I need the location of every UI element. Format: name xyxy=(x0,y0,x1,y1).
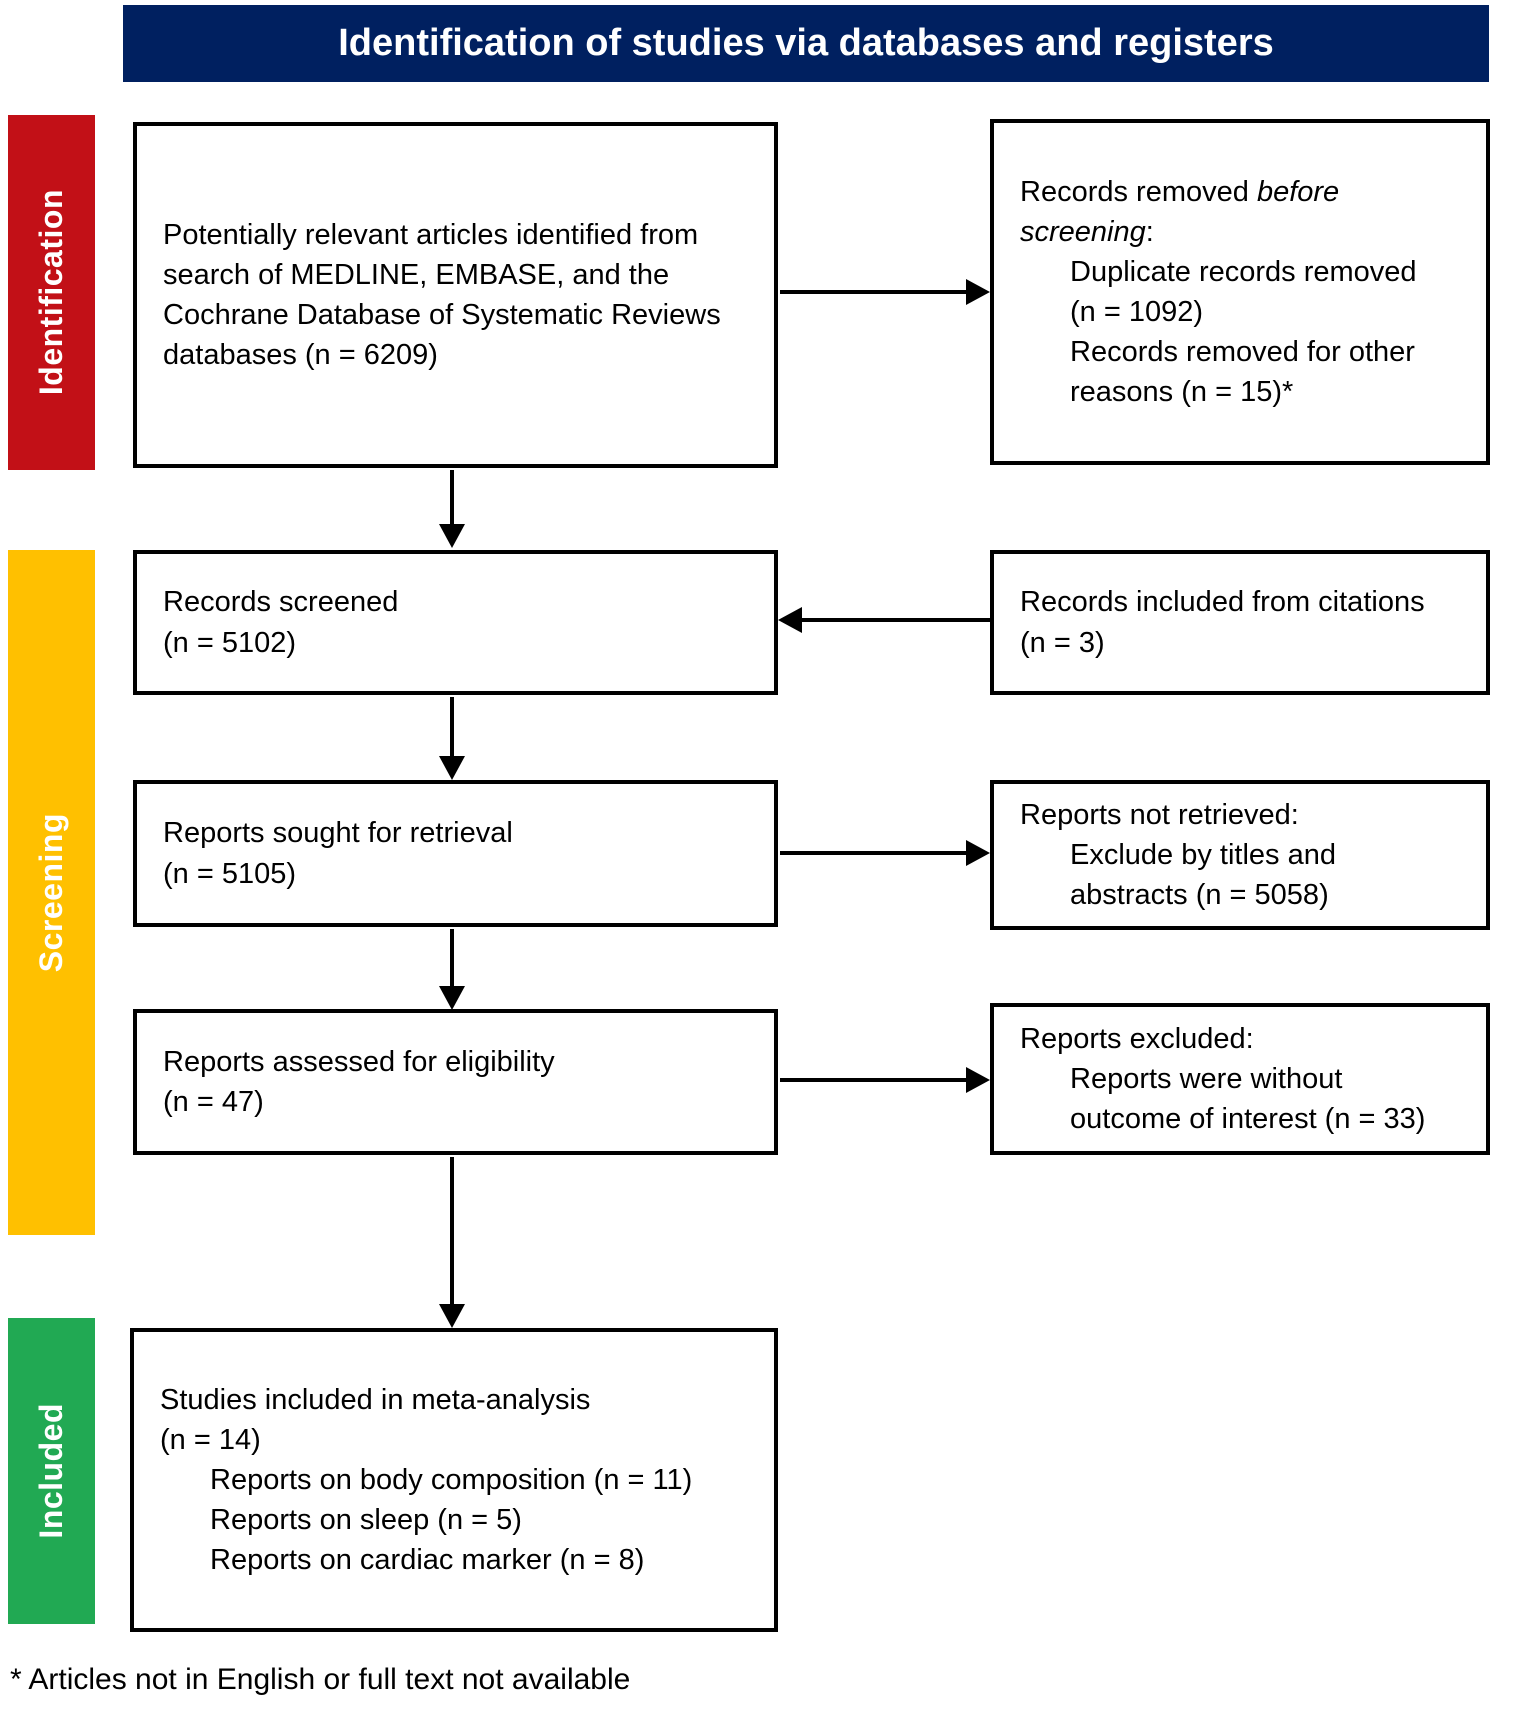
arrowhead-left-icon xyxy=(778,607,802,633)
box-records-screened: Records screened (n = 5102) xyxy=(133,550,778,695)
box-citations-line2: (n = 3) xyxy=(1020,626,1105,659)
arrowhead-right-icon xyxy=(966,1067,990,1093)
stage-bar-screening: Screening xyxy=(8,550,95,1235)
box-reports-sought-line1: Reports sought for retrieval xyxy=(163,817,513,850)
stage-label-screening: Screening xyxy=(33,812,69,973)
box-reports-assessed: Reports assessed for eligibility (n = 47… xyxy=(133,1009,778,1155)
diagram-title: Identification of studies via databases … xyxy=(338,22,1274,64)
box-records-included-citations: Records included from citations (n = 3) xyxy=(990,550,1490,695)
box-reports-excluded: Reports excluded: Reports were without o… xyxy=(990,1003,1490,1155)
arrowhead-down-icon xyxy=(439,756,465,780)
arrow-line xyxy=(450,929,454,986)
box-records-removed-item-other-reasons: Records removed for other reasons (n = 1… xyxy=(1070,336,1415,409)
box-reports-not-retrieved: Reports not retrieved: Exclude by titles… xyxy=(990,780,1490,930)
box-records-removed-heading-line2: screening: xyxy=(1020,212,1456,252)
box-studies-included-item-sleep: Reports on sleep (n = 5) xyxy=(210,1504,522,1536)
box-reports-sought: Reports sought for retrieval (n = 5105) xyxy=(133,780,778,927)
box-excluded-heading: Reports excluded: xyxy=(1020,1022,1254,1055)
stage-label-included: Included xyxy=(33,1403,69,1539)
stage-label-identification: Identification xyxy=(33,189,69,396)
box-studies-included-line1: Studies included in meta-analysis xyxy=(160,1383,591,1416)
footnote: * Articles not in English or full text n… xyxy=(10,1663,631,1696)
box-studies-included-item-cardiac-marker: Reports on cardiac marker (n = 8) xyxy=(210,1544,645,1577)
arrow-line xyxy=(780,290,968,294)
box-records-removed-heading-line1: Records removed before xyxy=(1020,172,1456,212)
box-excluded-item: Reports were without outcome of interest… xyxy=(1070,1062,1426,1135)
box-citations-line1: Records included from citations xyxy=(1020,586,1425,619)
box-studies-included-item-body-composition: Reports on body composition (n = 11) xyxy=(210,1463,693,1496)
arrowhead-right-icon xyxy=(966,840,990,866)
box-records-removed-before-screening: Records removed before screening: Duplic… xyxy=(990,119,1490,465)
box-not-retrieved-item: Exclude by titles and abstracts (n = 505… xyxy=(1070,838,1336,911)
removed-heading-suffix: : xyxy=(1145,215,1154,248)
arrow-line xyxy=(450,470,454,526)
box-studies-included: Studies included in meta-analysis (n = 1… xyxy=(130,1328,778,1632)
removed-heading-prefix: Records removed xyxy=(1020,175,1257,208)
arrow-line xyxy=(800,618,990,622)
box-records-screened-line2: (n = 5102) xyxy=(163,626,297,659)
box-records-identified: Potentially relevant articles identified… xyxy=(133,122,778,468)
arrow-line xyxy=(780,851,968,855)
diagram-title-bar: Identification of studies via databases … xyxy=(123,5,1489,82)
box-reports-assessed-line2: (n = 47) xyxy=(163,1086,264,1118)
arrowhead-right-icon xyxy=(966,279,990,305)
removed-heading-italic1: before xyxy=(1256,175,1340,208)
arrow-line xyxy=(450,697,454,756)
box-records-removed-item-duplicates: Duplicate records removed (n = 1092) xyxy=(1070,255,1417,328)
box-reports-assessed-line1: Reports assessed for eligibility xyxy=(163,1045,555,1078)
stage-bar-identification: Identification xyxy=(8,115,95,470)
box-studies-included-line2: (n = 14) xyxy=(160,1423,261,1456)
arrow-line xyxy=(780,1078,968,1082)
removed-heading-italic2: screening xyxy=(1020,215,1146,248)
box-not-retrieved-heading: Reports not retrieved: xyxy=(1020,798,1299,831)
box-records-identified-text: Potentially relevant articles identified… xyxy=(163,218,721,372)
arrowhead-down-icon xyxy=(439,1304,465,1328)
box-reports-sought-line2: (n = 5105) xyxy=(163,857,297,890)
arrow-line xyxy=(450,1157,454,1304)
stage-bar-included: Included xyxy=(8,1318,95,1624)
box-records-screened-line1: Records screened xyxy=(163,586,399,619)
arrowhead-down-icon xyxy=(439,524,465,548)
arrowhead-down-icon xyxy=(439,986,465,1010)
